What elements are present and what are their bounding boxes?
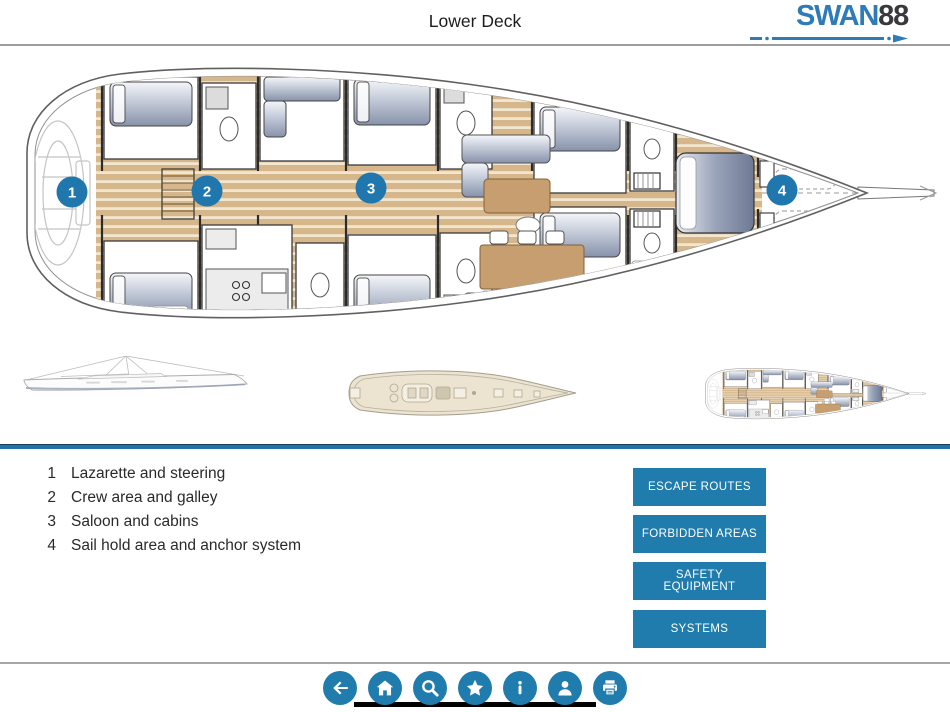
star-icon [466,679,484,696]
legend-item: 3 Saloon and cabins [47,513,199,530]
legend-item: 4 Sail hold area and anchor system [47,537,302,554]
swan88-logo: SWAN88 [742,0,909,43]
plan-marker-1[interactable]: 1 [56,176,88,208]
logo-number: 88 [878,0,909,32]
logo-brand: SWAN [795,0,879,32]
svg-text:4: 4 [778,183,787,200]
home-icon [376,680,394,696]
plan-marker-2[interactable]: 2 [191,175,223,207]
favorites-button[interactable] [458,671,492,705]
lower-deck-plan: 1 2 3 4 [12,57,937,343]
svg-text:2: 2 [203,184,211,201]
logo-arrow-icon [750,34,908,43]
print-button[interactable] [593,671,627,705]
section-divider [0,444,950,449]
main-deck-view-thumbnail[interactable] [344,364,582,422]
search-icon [422,680,439,697]
bottom-navigation [0,671,950,705]
plan-marker-4[interactable]: 4 [766,174,798,206]
escape-routes-button[interactable]: ESCAPE ROUTES [633,468,766,506]
plan-marker-3[interactable]: 3 [355,172,387,204]
search-button[interactable] [413,671,447,705]
header-bar: Lower Deck SWAN88 [0,0,950,46]
printer-icon [603,680,617,696]
info-button[interactable] [503,671,537,705]
back-arrow-icon [333,681,348,695]
svg-text:3: 3 [367,181,375,198]
lower-deck-view-thumbnail[interactable] [702,366,926,424]
footer-divider [0,662,950,664]
svg-text:1: 1 [68,185,76,202]
legend-item: 1 Lazarette and steering [47,465,226,482]
home-button[interactable] [368,671,402,705]
info-icon [518,681,522,695]
forbidden-areas-button[interactable]: FORBIDDEN AREAS [633,515,766,553]
user-button[interactable] [548,671,582,705]
page-title: Lower Deck [428,11,522,31]
systems-button[interactable]: SYSTEMS [633,610,766,648]
safety-equipment-button[interactable]: SAFETY EQUIPMENT [633,562,766,600]
legend-item: 2 Crew area and galley [47,489,218,506]
user-icon [558,681,572,696]
back-button[interactable] [323,671,357,705]
legend: 1 Lazarette and steering 2 Crew area and… [44,462,301,558]
profile-view-thumbnail[interactable] [16,355,252,404]
